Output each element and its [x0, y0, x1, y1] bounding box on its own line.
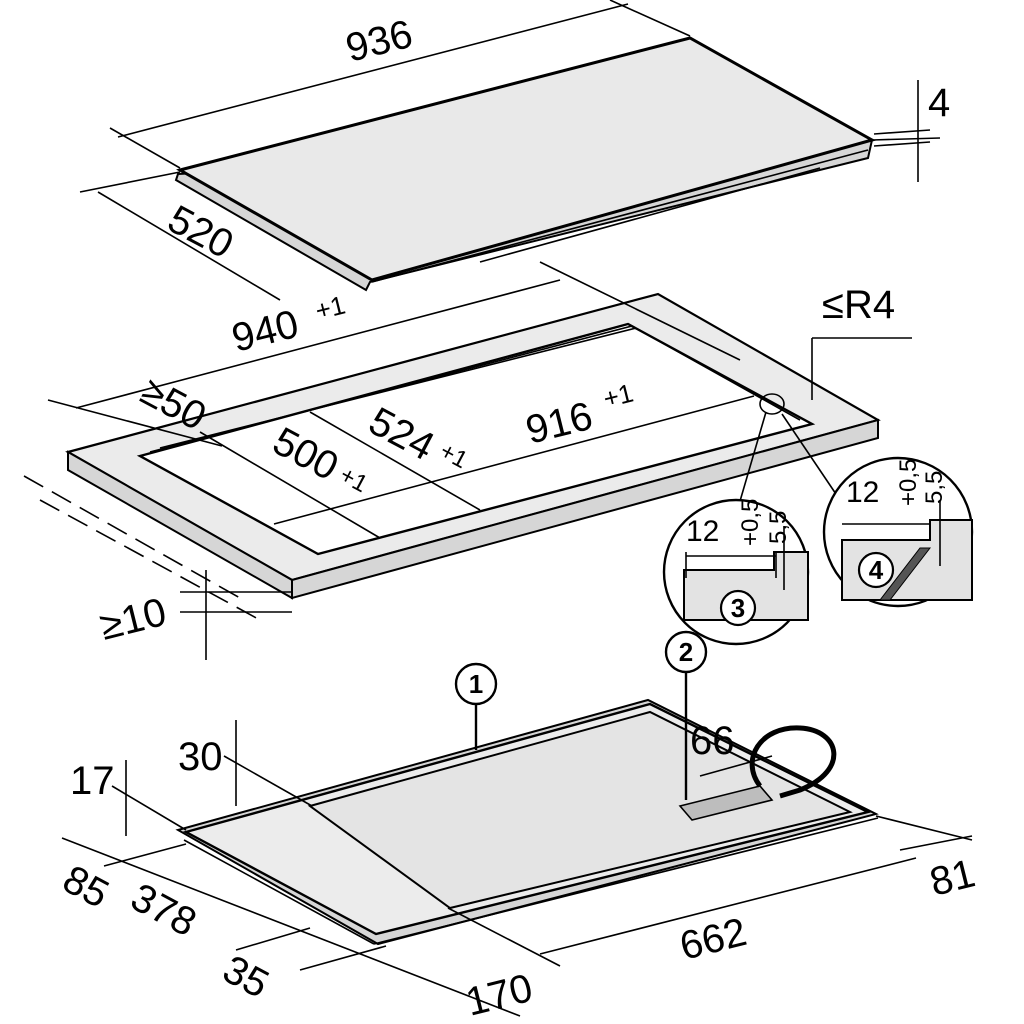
worktop-extension-lines	[23, 475, 261, 621]
label-940-tol: +1	[312, 290, 348, 326]
detail-4: 12 +0,5 5,5 4	[822, 456, 974, 608]
radius-callout: ≤R4	[811, 283, 912, 400]
detail-4-depth: 5,5	[921, 471, 948, 504]
detail-4-width-tol: +0,5	[895, 459, 922, 506]
dimension-4: 4	[873, 80, 950, 182]
label-170: 170	[462, 966, 537, 1024]
dimension-81: 81	[875, 815, 980, 905]
label-4: 4	[928, 81, 950, 125]
detail-3-width-tol: +0,5	[737, 499, 764, 546]
callout-1: 1	[454, 662, 498, 750]
callout-1-label: 1	[469, 669, 483, 699]
detail-3-width: 12	[686, 515, 719, 548]
callout-2-label: 2	[679, 637, 693, 667]
detail-3-number: 3	[731, 593, 745, 623]
detail-4-number: 4	[869, 555, 884, 585]
label-17: 17	[70, 759, 115, 803]
detail-3: 12 +0,5 5,5 3	[662, 499, 810, 646]
dimension-30: 30	[178, 720, 313, 807]
label-940: 940	[228, 302, 303, 361]
label-35: 35	[216, 947, 276, 1007]
label-378: 378	[124, 875, 204, 945]
detail-3-depth: 5,5	[765, 511, 792, 544]
dimension-66: 66	[690, 719, 773, 777]
dimension-17: 17	[70, 759, 187, 836]
label-min-10: ≥10	[96, 590, 171, 649]
label-66: 66	[690, 719, 735, 763]
detail-4-width: 12	[846, 476, 879, 509]
hob-underside	[175, 698, 879, 946]
leader-detail-4	[781, 413, 841, 501]
label-662: 662	[676, 910, 751, 969]
label-30: 30	[178, 735, 223, 779]
label-radius: ≤R4	[822, 283, 895, 327]
glass-panel	[174, 36, 876, 292]
callout-2: 2	[664, 630, 708, 800]
label-81: 81	[926, 851, 980, 904]
dimension-916: 916 +1	[273, 378, 755, 525]
leader-detail-3	[737, 411, 767, 509]
label-916-tol: +1	[600, 378, 636, 414]
